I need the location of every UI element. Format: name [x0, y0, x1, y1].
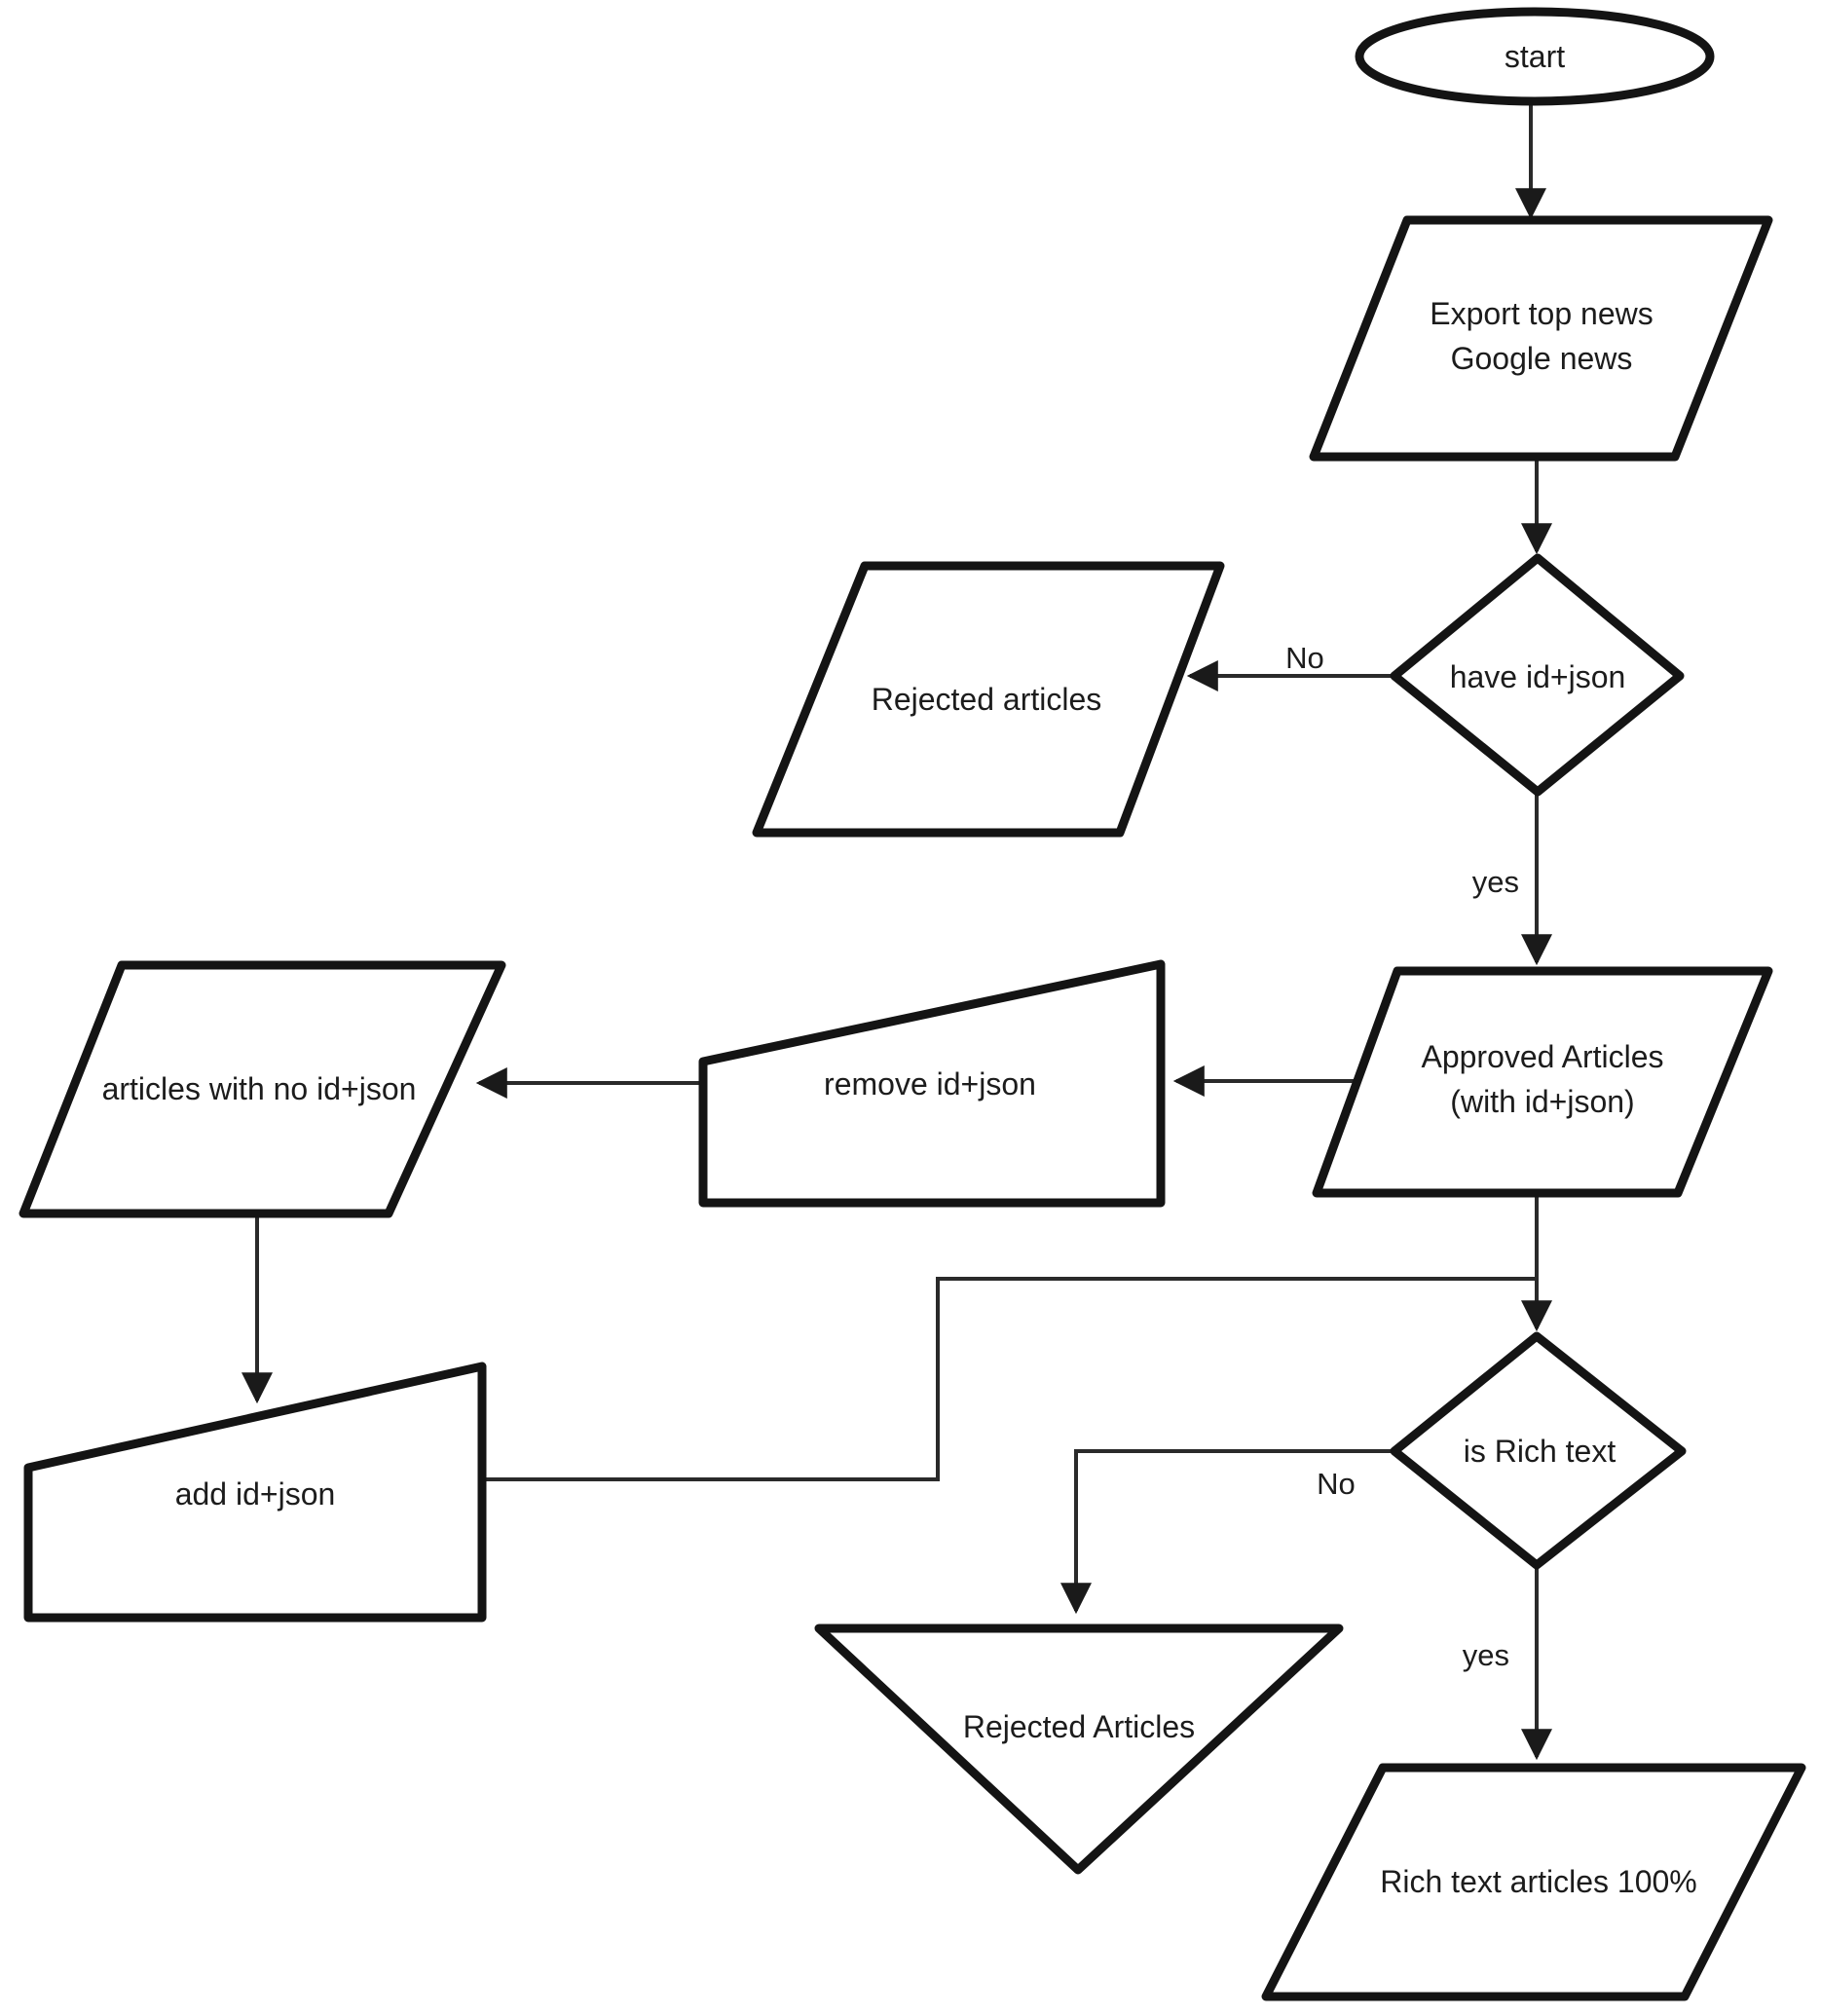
data-shape — [19, 960, 506, 1218]
start-label: start — [1505, 39, 1565, 74]
decision-shape — [1390, 553, 1685, 797]
rich-text-articles-label: Rich text articles 100% — [1380, 1864, 1696, 1899]
node-approved-articles: Approved Articles (with id+json) — [1312, 966, 1773, 1198]
data-shape — [1309, 215, 1773, 462]
export-label-line2: Google news — [1451, 341, 1633, 376]
remove-id-json-label: remove id+json — [824, 1066, 1036, 1101]
node-have-id-json: have id+json — [1390, 553, 1685, 797]
merge-triangle-shape — [814, 1624, 1344, 1875]
have-id-json-label: have id+json — [1450, 659, 1626, 694]
rejected-articles-label: Rejected articles — [872, 682, 1102, 717]
node-export-top-news: Export top news Google news — [1309, 215, 1773, 462]
edge-label-no-2: No — [1317, 1467, 1356, 1501]
export-label-line1: Export top news — [1430, 296, 1653, 331]
edge-is-rich-text-no-to-rejected-merge — [1060, 1449, 1394, 1615]
edge-label-yes-1: yes — [1472, 865, 1519, 899]
node-articles-with-no-id-json: articles with no id+json — [19, 960, 506, 1218]
terminator-shape — [1355, 7, 1715, 106]
data-shape — [1261, 1763, 1806, 2001]
node-rejected-articles-merge: Rejected Articles — [814, 1624, 1344, 1875]
manual-operation-shape — [698, 959, 1166, 1208]
rejected-articles-merge-label: Rejected Articles — [963, 1709, 1195, 1744]
approved-articles-label-line2: (with id+json) — [1450, 1084, 1634, 1119]
decision-shape — [1390, 1331, 1687, 1570]
edge-label-no-1: No — [1285, 641, 1324, 675]
add-id-json-label: add id+json — [175, 1476, 336, 1512]
approved-articles-label-line1: Approved Articles — [1421, 1039, 1663, 1074]
manual-operation-shape — [23, 1362, 487, 1623]
node-add-id-json: add id+json — [23, 1362, 487, 1623]
edge-add-to-junction — [482, 1277, 1535, 1481]
data-shape — [1312, 966, 1773, 1198]
data-shape — [752, 561, 1225, 838]
edge-label-yes-2: yes — [1463, 1638, 1509, 1672]
edges — [242, 101, 1552, 1761]
node-rejected-articles: Rejected articles — [752, 561, 1225, 838]
node-rich-text-articles: Rich text articles 100% — [1261, 1763, 1806, 2001]
is-rich-text-label: is Rich text — [1464, 1434, 1617, 1469]
node-remove-id-json: remove id+json — [698, 959, 1166, 1208]
articles-no-id-json-label: articles with no id+json — [102, 1071, 417, 1106]
node-is-rich-text: is Rich text — [1390, 1331, 1687, 1570]
node-start: start — [1355, 7, 1715, 106]
